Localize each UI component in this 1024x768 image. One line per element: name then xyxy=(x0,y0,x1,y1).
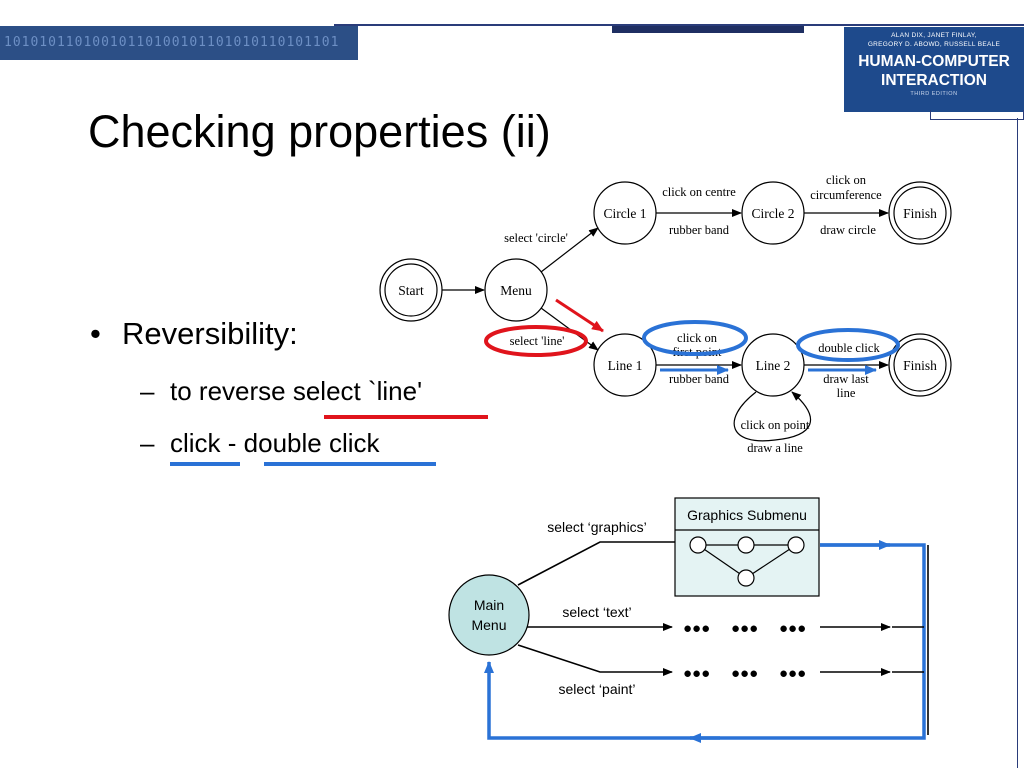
label-finish-bottom: Finish xyxy=(903,358,937,373)
lbl-rubber-band-top: rubber band xyxy=(669,223,730,237)
red-ellipse-select-line xyxy=(484,325,588,357)
lbl-draw-last-2: line xyxy=(837,386,856,400)
ellipsis-row-paint: ●●● ●●● ●●● xyxy=(683,666,806,682)
dots-paint-3: ●●● xyxy=(779,666,806,682)
blue-underline-click xyxy=(170,462,240,466)
book-title-line1: HUMAN-COMPUTER xyxy=(858,53,1010,70)
state-finish-bottom-inner xyxy=(893,338,947,392)
label-circle1: Circle 1 xyxy=(603,206,646,221)
blue-underline-double-click xyxy=(264,462,436,466)
menu-diagram: Main Menu Graphics Submenu select ‘graph… xyxy=(448,497,929,743)
state-menu xyxy=(484,258,548,322)
lbl-draw-last-1: draw last xyxy=(823,372,869,386)
sub2-second: double click xyxy=(243,428,380,458)
lbl-double-click: double click xyxy=(818,341,880,355)
dots-text-1: ●●● xyxy=(683,621,710,637)
lbl-draw-a-line: draw a line xyxy=(747,441,803,455)
blue-ellipse-double-click xyxy=(796,328,900,362)
sub1-prefix: to reverse xyxy=(170,376,293,406)
lbl-draw-circle: draw circle xyxy=(820,223,876,237)
lbl-select-graphics: select ‘graphics’ xyxy=(547,519,647,535)
transition-labels: select 'circle' click on centre rubber b… xyxy=(504,173,882,455)
lbl-click-first-1: click on xyxy=(677,331,718,345)
submenu-mini-graph xyxy=(689,536,805,587)
dots-text-2: ●●● xyxy=(731,621,758,637)
graphics-submenu-title: Graphics Submenu xyxy=(687,507,807,523)
blue-return-loop xyxy=(484,540,926,743)
ellipsis-row-text: ●●● ●●● ●●● xyxy=(683,621,806,637)
label-finish-top: Finish xyxy=(903,206,937,221)
highlight-annotations xyxy=(484,298,900,375)
header-dark-strip xyxy=(612,26,804,33)
label-circle2: Circle 2 xyxy=(751,206,794,221)
blue-ellipse-click-on xyxy=(642,320,748,356)
lbl-rubber-band-bottom: rubber band xyxy=(669,372,730,386)
bullet-symbol: • xyxy=(90,316,101,351)
lbl-click-point: click on point xyxy=(741,418,810,432)
lbl-select-line: select 'line' xyxy=(510,334,565,348)
dots-paint-2: ●●● xyxy=(731,666,758,682)
right-margin-rule xyxy=(1017,118,1018,768)
sub-bullet-reverse: –to reverse select `line' xyxy=(140,376,422,407)
state-finish-top-inner xyxy=(893,186,947,240)
binary-text: 10101011010010110100101101010110101101 xyxy=(4,35,340,50)
book-title-line2: INTERACTION xyxy=(881,72,987,89)
bullet-text: Reversibility: xyxy=(122,316,298,351)
label-start: Start xyxy=(398,283,424,298)
dots-text-3: ●●● xyxy=(779,621,806,637)
state-labels: Start Menu Circle 1 Circle 2 Finish Line… xyxy=(398,206,937,373)
lbl-click-circ-1: click on xyxy=(826,173,867,187)
state-start-inner xyxy=(384,263,438,317)
header-binary-banner: 10101011010010110100101101010110101101 xyxy=(0,26,358,60)
sub1-highlight: select `line' xyxy=(292,376,423,406)
label-menu: Menu xyxy=(500,283,532,298)
book-edition: THIRD EDITION xyxy=(910,91,958,97)
lbl-select-circle: select 'circle' xyxy=(504,231,568,245)
sub2-first: click xyxy=(170,428,221,458)
main-menu-label-2: Menu xyxy=(471,617,506,633)
bullet-reversibility: • Reversibility: xyxy=(90,316,298,352)
sub-dash-1: – xyxy=(140,376,155,406)
main-menu-node xyxy=(448,574,530,656)
main-menu-label-1: Main xyxy=(474,597,504,613)
dots-paint-1: ●●● xyxy=(683,666,710,682)
book-authors-line2: GREGORY D. ABOWD, RUSSELL BEALE xyxy=(867,41,1001,48)
red-arrow xyxy=(555,298,604,333)
lbl-click-centre: click on centre xyxy=(662,185,736,199)
lbl-select-paint: select ‘paint’ xyxy=(558,681,635,697)
slide-title: Checking properties (ii) xyxy=(88,106,551,157)
book-cover-logo: ALAN DIX, JANET FINLAY, GREGORY D. ABOWD… xyxy=(844,27,1024,112)
header-rule xyxy=(334,24,1024,26)
label-line1: Line 1 xyxy=(608,358,643,373)
state-diagram xyxy=(379,181,952,397)
lbl-select-text: select ‘text’ xyxy=(562,604,631,620)
menu-connectors xyxy=(517,541,929,735)
red-underline xyxy=(324,415,488,419)
sub-bullet-click: –click - double click xyxy=(140,428,380,459)
book-authors-line1: ALAN DIX, JANET FINLAY, xyxy=(891,32,977,39)
arrow-menu-circle1 xyxy=(540,227,599,273)
sub2-sep: - xyxy=(220,428,244,458)
arrow-line2-self-loop xyxy=(733,391,812,442)
label-line2: Line 2 xyxy=(756,358,791,373)
sub-dash-2: – xyxy=(140,428,155,458)
lbl-click-circ-2: circumference xyxy=(810,188,882,202)
